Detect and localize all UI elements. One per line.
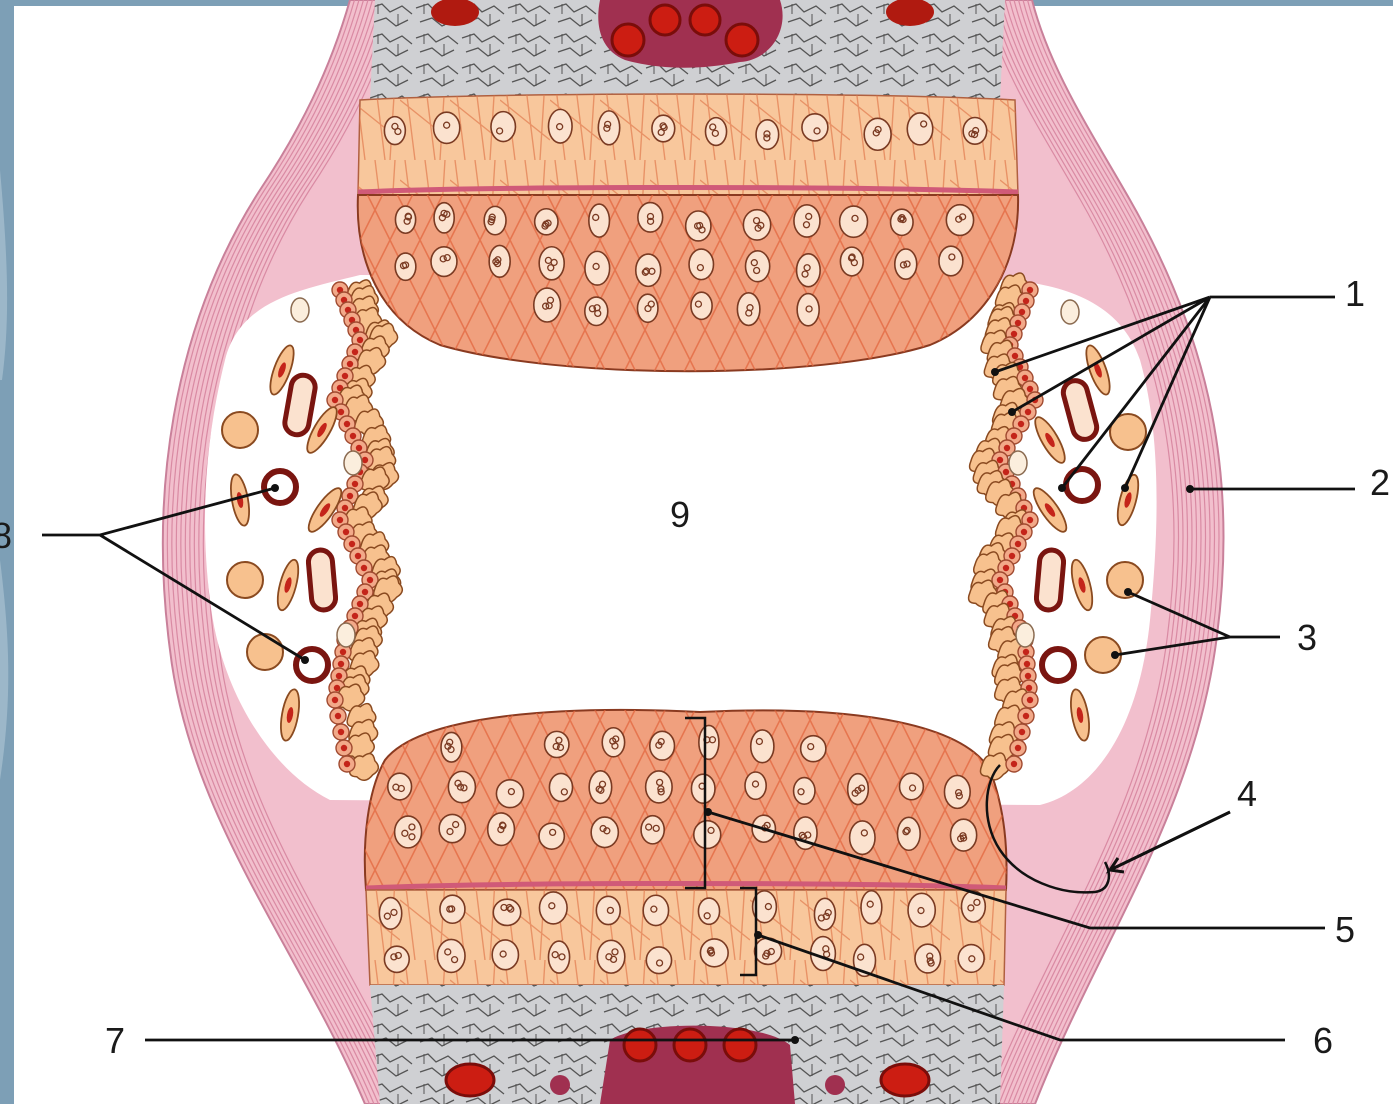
label-7: 7 bbox=[105, 1020, 125, 1061]
label-6: 6 bbox=[1313, 1020, 1333, 1061]
upper-cartilage bbox=[358, 94, 1018, 371]
label-5: 5 bbox=[1335, 909, 1355, 950]
upper-bone bbox=[370, 0, 1005, 100]
label-1: 1 bbox=[1345, 273, 1365, 314]
label-9: 9 bbox=[670, 494, 690, 535]
label-3: 3 bbox=[1297, 617, 1317, 658]
label-2: 2 bbox=[1370, 462, 1390, 503]
lower-cartilage bbox=[365, 710, 1007, 985]
label-4: 4 bbox=[1237, 773, 1257, 814]
lower-bone bbox=[370, 985, 1004, 1104]
label-8: 8 bbox=[0, 515, 12, 556]
